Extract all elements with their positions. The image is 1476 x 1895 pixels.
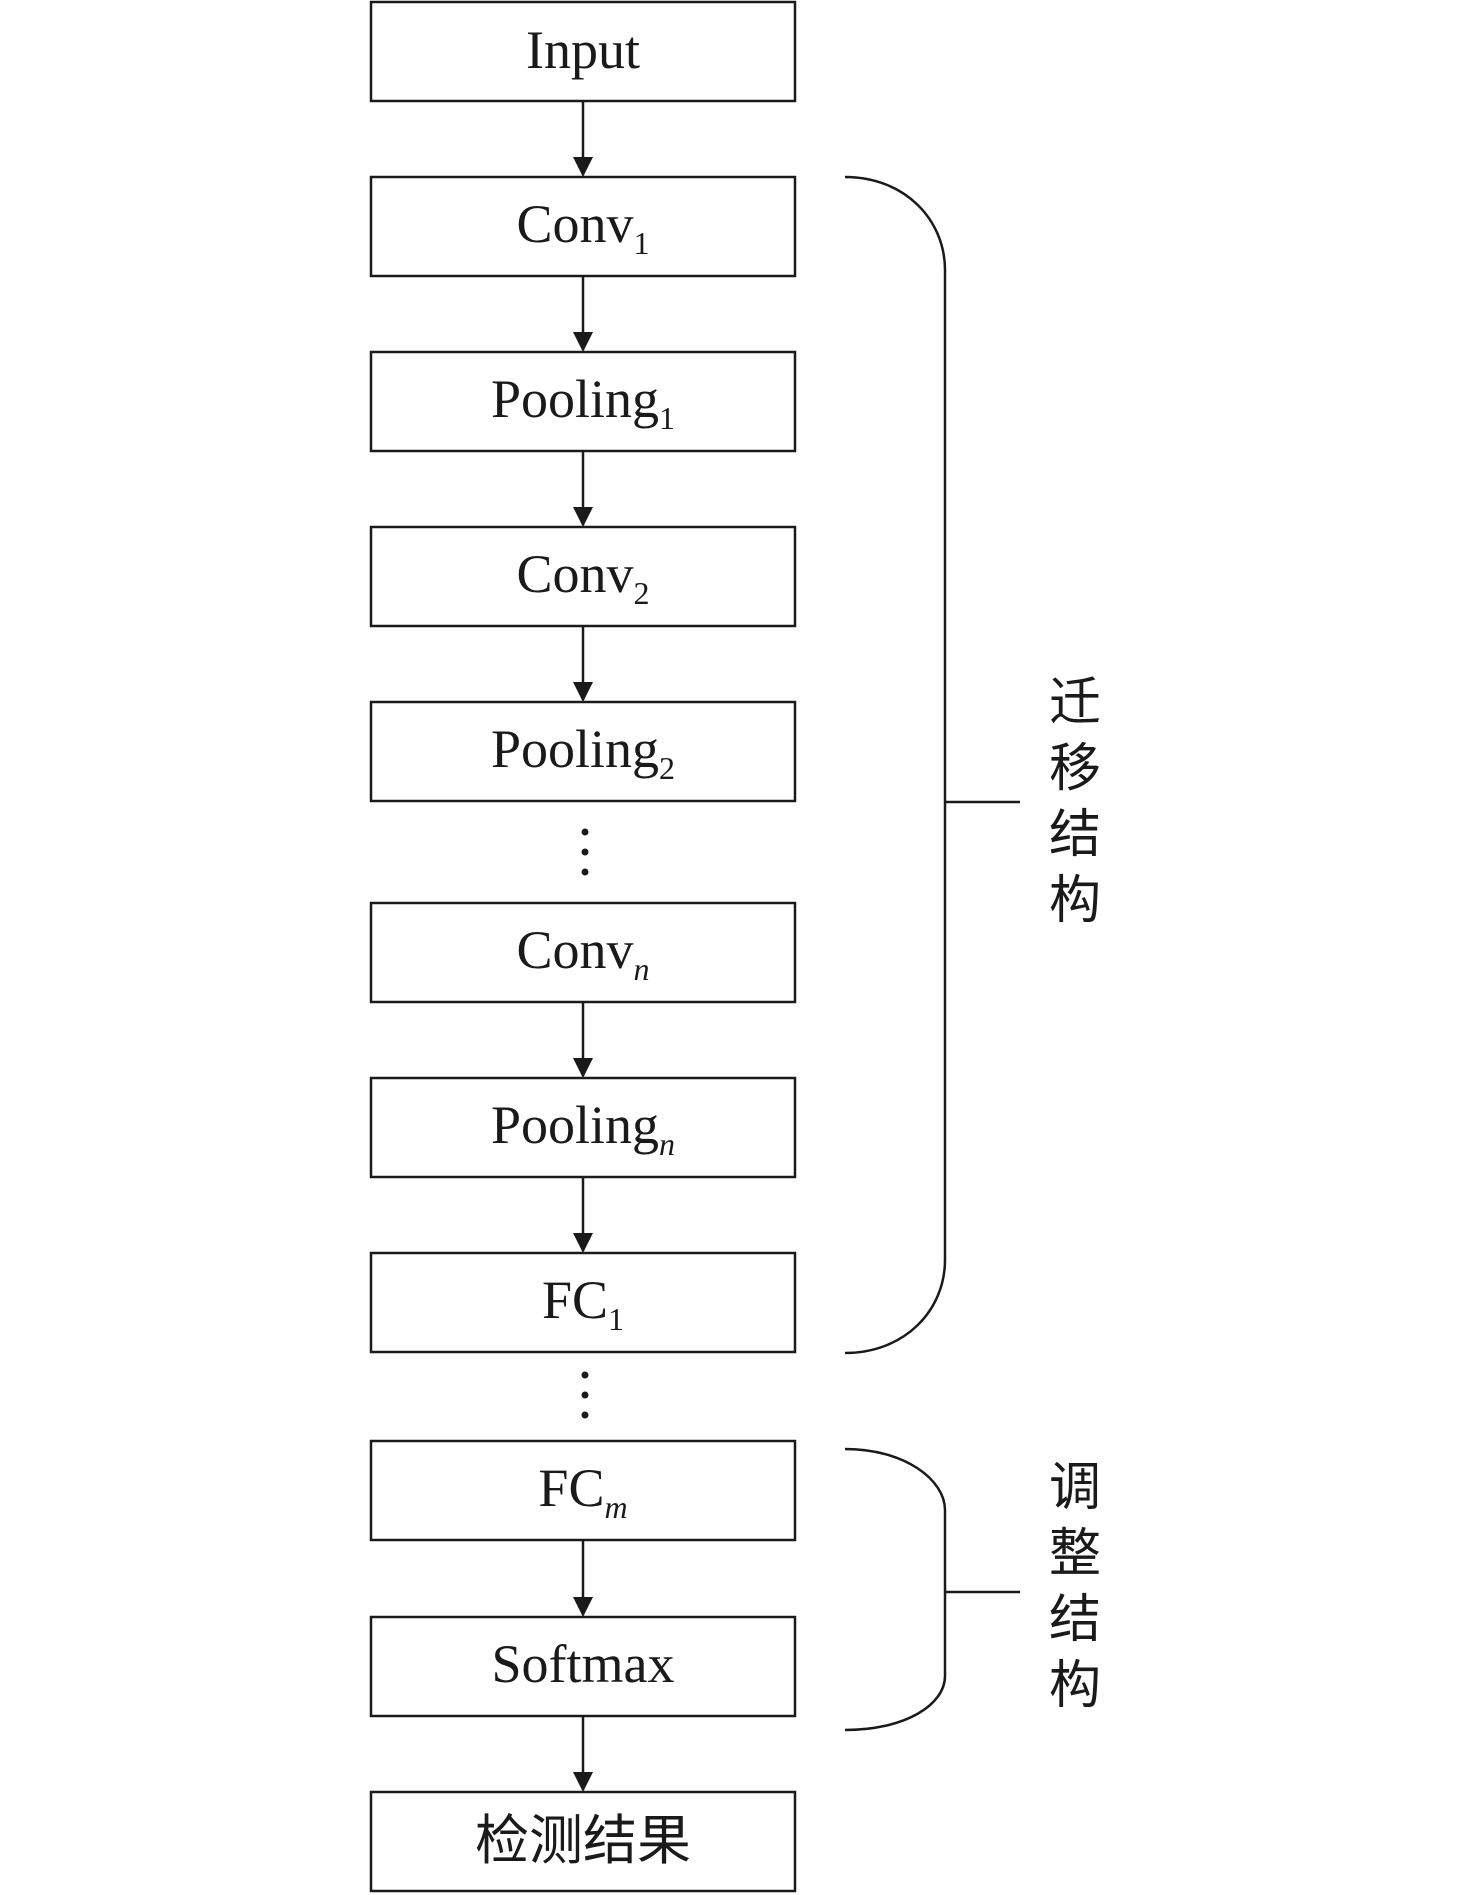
node-poolingn: Poolingn [369,1076,797,1179]
node-softmax: Softmax [369,1615,797,1718]
brace-adjust-char-4: 构 [1049,1656,1101,1716]
node-input: Input [369,0,797,103]
svg-text:Conv2: Conv2 [516,544,649,611]
node-conv2: Conv2 [369,525,797,628]
brace-adjust-char-2: 整 [1049,1524,1101,1584]
node-fc1: FC1 [369,1251,797,1354]
brace-adjust-label: 调 整 结 构 [1049,1458,1101,1716]
node-conv1-label: Conv [516,194,633,254]
node-pooling2-subscript: 2 [659,750,675,786]
node-fc1-label: FC [542,1270,608,1330]
ellipsis-vertical-1 [581,828,589,876]
brace-transfer [844,175,947,1355]
svg-text:检测结果: 检测结果 [475,1811,691,1871]
node-convn-label: Conv [516,920,633,980]
svg-text:Poolingn: Poolingn [491,1095,675,1162]
node-conv2-subscript: 2 [634,575,650,611]
node-result-label: 检测结果 [475,1811,691,1871]
node-result: 检测结果 [369,1790,797,1893]
brace-transfer-label: 迁 移 结 构 [1049,673,1101,931]
node-poolingn-subscript: n [659,1126,675,1162]
node-pooling1: Pooling1 [369,350,797,453]
brace-transfer-char-1: 迁 [1049,673,1101,733]
brace-adjust-char-1: 调 [1049,1458,1101,1518]
brace-adjust [844,1447,947,1732]
node-conv1-subscript: 1 [634,225,650,261]
node-convn-subscript: n [634,951,650,987]
node-pooling2: Pooling2 [369,700,797,803]
svg-text:Input: Input [526,20,640,80]
node-pooling2-label: Pooling [491,719,659,779]
brace-transfer-char-2: 移 [1049,739,1101,799]
svg-text:Conv1: Conv1 [516,194,649,261]
node-conv1: Conv1 [369,175,797,278]
node-convn: Convn [369,901,797,1004]
node-pooling1-subscript: 1 [659,400,675,436]
svg-text:Softmax: Softmax [492,1634,675,1694]
ellipsis-vertical-2 [581,1371,589,1419]
svg-text:FCm: FCm [538,1458,627,1525]
brace-transfer-char-3: 结 [1049,805,1101,865]
node-poolingn-label: Pooling [491,1095,659,1155]
svg-text:Pooling1: Pooling1 [491,369,675,436]
node-pooling1-label: Pooling [491,369,659,429]
brace-adjust-char-3: 结 [1049,1590,1101,1650]
brace-transfer-char-4: 构 [1049,871,1101,931]
svg-text:Pooling2: Pooling2 [491,719,675,786]
node-fcm-subscript: m [604,1489,627,1525]
node-fcm-label: FC [538,1458,604,1518]
svg-text:Convn: Convn [516,920,649,987]
node-softmax-label: Softmax [492,1634,675,1694]
node-input-label: Input [526,20,640,80]
node-conv2-label: Conv [516,544,633,604]
svg-text:FC1: FC1 [542,1270,624,1337]
node-fcm: FCm [369,1439,797,1542]
node-fc1-subscript: 1 [608,1301,624,1337]
